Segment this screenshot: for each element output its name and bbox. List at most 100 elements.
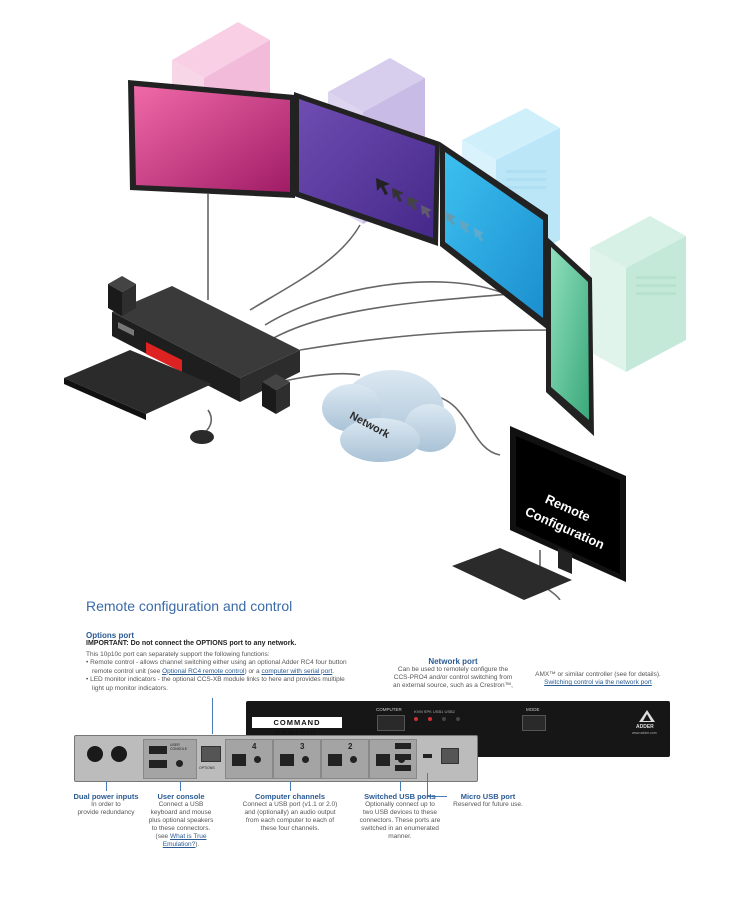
switched-usb-port[interactable]: [395, 765, 411, 771]
options-port-title: Options port: [86, 631, 134, 640]
network-port-section: Network port Can be used to remotely con…: [378, 657, 528, 690]
callout-line: [400, 781, 401, 791]
mode-label: MODE: [526, 707, 540, 712]
monitor-pink: [128, 80, 295, 198]
channel-2-audio-jack[interactable]: [350, 756, 357, 763]
network-port-line: Can be used to remotely configure the: [397, 666, 509, 673]
network-cloud: Network: [322, 370, 456, 462]
keyboard-local: [64, 350, 212, 420]
console-usb-port[interactable]: [149, 760, 167, 768]
callout-line-text: Reserved for future use.: [453, 801, 523, 808]
network-port-line: an external source, such as a Crestron™,: [393, 682, 513, 689]
network-port-title: Network port: [428, 657, 478, 666]
callout-title: Micro USB port: [460, 792, 516, 801]
callout-title: User console: [157, 792, 205, 801]
indicator-labels: KVM SPK USB1 USB2: [414, 709, 455, 714]
channel-3-block: 3: [273, 739, 321, 779]
callout-line-text: keyboard and mouse: [150, 809, 212, 816]
channel-2-number: 2: [348, 742, 353, 751]
computer-label: COMPUTER: [376, 707, 402, 712]
callout-line-text: from each computer to each of: [245, 817, 335, 824]
channel-3-audio-jack[interactable]: [302, 756, 309, 763]
callout-line-text: manner.: [388, 833, 412, 840]
options-port-important: IMPORTANT: Do not connect the OPTIONS po…: [86, 640, 297, 647]
callout-line: [180, 781, 181, 791]
callout-channels: Computer channels Connect a USB port (v1…: [238, 792, 342, 833]
options-port-section: Options port IMPORTANT: Do not connect t…: [86, 631, 456, 693]
power-input-1[interactable]: [87, 746, 103, 762]
switched-usb-port[interactable]: [395, 754, 411, 760]
callout-line-text: to these connectors.: [151, 825, 211, 832]
options-port-intro: This 10p10c port can separately support …: [86, 650, 270, 658]
callout-micro-usb: Micro USB port Reserved for future use.: [448, 792, 528, 809]
computer-button[interactable]: [377, 715, 405, 731]
callout-title: Computer channels: [254, 792, 325, 801]
rc4-remote-link[interactable]: Optional RC4 remote control: [162, 667, 245, 675]
rear-panel: USER CONSOLE OPTIONS 4 3 2 1: [74, 735, 478, 782]
adder-brand: ADDER: [636, 724, 654, 730]
adder-url: www.adder.com: [632, 731, 657, 735]
options-label: OPTIONS: [199, 766, 215, 770]
channel-1-usb-port[interactable]: [376, 754, 390, 766]
mouse-local: [190, 430, 214, 444]
page-heading: Remote configuration and control: [86, 598, 293, 614]
indicator-leds: [414, 717, 478, 721]
true-emulation-link[interactable]: What is True: [169, 833, 207, 840]
monitor-purple: [294, 92, 440, 246]
monitor-remote: Remote Configuration: [510, 426, 626, 582]
kvm-setup-illustration: Network Remote Configuration: [64, 22, 686, 600]
options-port-bullet2: • LED monitor indicators - the optional …: [86, 676, 345, 692]
kvm-switch-unit: [112, 286, 300, 402]
channel-3-number: 3: [300, 742, 305, 751]
true-emulation-link-cont[interactable]: Emulation?: [162, 841, 196, 848]
monitor-green: [546, 236, 594, 436]
network-port-continued: AMX™ or similar controller (see for deta…: [528, 671, 668, 687]
speaker-left: [108, 276, 136, 316]
options-port-bullet1: • Remote control - allows channel switch…: [86, 659, 347, 675]
options-port[interactable]: [201, 746, 221, 762]
brand-label: COMMAND CONTROL: [252, 717, 342, 738]
switched-usb-port[interactable]: [395, 743, 411, 749]
callout-line-text: In order to: [91, 801, 121, 808]
mode-button[interactable]: [522, 715, 546, 731]
adder-logo-icon: [638, 709, 656, 723]
micro-usb-port[interactable]: [423, 754, 432, 758]
network-port-line: CCS-PRO4 and/or control switching from: [393, 674, 513, 681]
console-audio-jack[interactable]: [176, 760, 183, 767]
channel-4-audio-jack[interactable]: [254, 756, 261, 763]
computer-tower-green: [590, 216, 686, 372]
user-console-label: USER CONSOLE: [170, 743, 188, 751]
callout-line-text: (see: [155, 833, 170, 840]
channel-1-block: 1: [369, 739, 417, 779]
callout-line: [427, 796, 447, 797]
callout-line-text: two USB devices to these: [362, 809, 438, 816]
channel-4-usb-port[interactable]: [232, 754, 246, 766]
options-callout-line: [212, 698, 213, 734]
callout-line-text: provide redundancy: [77, 809, 135, 816]
callout-line: [427, 773, 428, 797]
callout-line-text: ).: [195, 841, 200, 848]
mouse-pointer-trail-icon: [376, 178, 484, 241]
callout-power: Dual power inputs In order to provide re…: [66, 792, 146, 817]
channel-4-number: 4: [252, 742, 257, 751]
user-console-block: USER CONSOLE: [143, 739, 197, 779]
power-input-2[interactable]: [111, 746, 127, 762]
monitor-blue: [440, 142, 548, 330]
callout-usb: Switched USB ports Optionally connect up…: [356, 792, 444, 841]
channel-3-usb-port[interactable]: [280, 754, 294, 766]
callout-line: [290, 781, 291, 791]
callout-line-text: connectors. These ports are: [359, 817, 441, 824]
speaker-right: [262, 374, 290, 414]
callout-console: User console Connect a USB keyboard and …: [140, 792, 222, 849]
amx-line: AMX™ or similar controller (see for deta…: [535, 671, 661, 678]
callout-line-text: and (optionally) an audio output: [244, 809, 336, 816]
channel-4-block: 4: [225, 739, 273, 779]
channel-2-usb-port[interactable]: [328, 754, 342, 766]
console-usb-port[interactable]: [149, 746, 167, 754]
serial-port-link[interactable]: computer with serial port: [261, 667, 333, 675]
callout-title: Switched USB ports: [364, 792, 436, 801]
switching-control-link[interactable]: Switching control via the network port: [544, 679, 652, 686]
network-port[interactable]: [441, 748, 459, 764]
callout-title: Dual power inputs: [73, 792, 139, 801]
callout-line-text: plus optional speakers: [148, 817, 214, 824]
